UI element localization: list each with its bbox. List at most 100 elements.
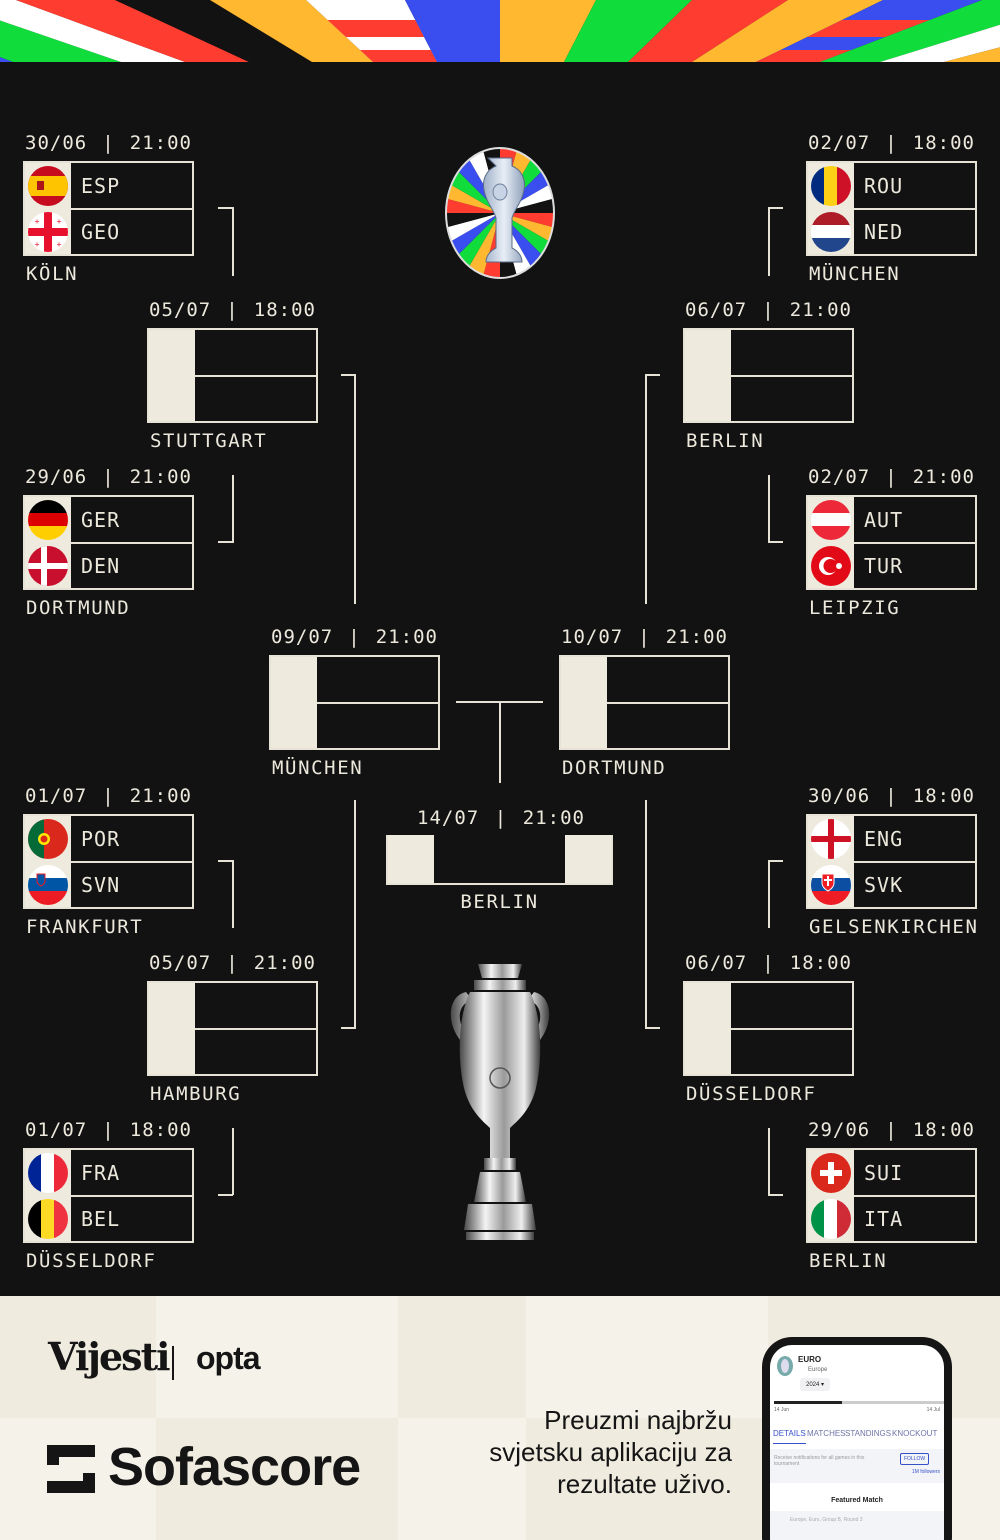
team-row[interactable]: AUT: [808, 497, 975, 543]
team-row[interactable]: ESP: [25, 163, 192, 209]
final-match[interactable]: [386, 835, 613, 885]
match-time: 21:00: [129, 466, 192, 488]
team-row[interactable]: [561, 703, 728, 749]
team-row[interactable]: ROU: [808, 163, 975, 209]
tab-details[interactable]: DETAILS: [773, 1429, 806, 1444]
team-row[interactable]: ++++GEO: [25, 209, 192, 255]
match-time: 21:00: [789, 299, 852, 321]
banner-stripe: [210, 0, 373, 62]
match-datetime: 06/07|21:00: [685, 298, 852, 322]
tagline-line: svjetsku aplikaciju za: [489, 1437, 732, 1467]
follow-button[interactable]: FOLLOW: [900, 1453, 930, 1465]
banner-stripe: [16, 0, 249, 62]
match-venue: STUTTGART: [150, 430, 268, 452]
team-row[interactable]: TUR: [808, 543, 975, 589]
team-row[interactable]: SVK: [808, 862, 975, 908]
team-row[interactable]: [685, 330, 852, 376]
separator: |: [494, 807, 508, 829]
team-code: AUT: [864, 508, 904, 532]
team-row[interactable]: NED: [808, 209, 975, 255]
team-row[interactable]: ENG: [808, 816, 975, 862]
team-code: ESP: [81, 174, 121, 198]
team-row[interactable]: GER: [25, 497, 192, 543]
separator: |: [885, 1119, 898, 1141]
team-code: NED: [864, 220, 904, 244]
team-row[interactable]: ITA: [808, 1196, 975, 1242]
team-row[interactable]: BEL: [25, 1196, 192, 1242]
row-divider: [195, 375, 316, 377]
team-row[interactable]: [149, 983, 316, 1029]
separator: |: [102, 785, 115, 807]
svg-text:+: +: [35, 240, 40, 249]
team-code: ENG: [864, 827, 904, 851]
match-date: 10/07: [561, 626, 624, 648]
quarter-final-match[interactable]: [683, 328, 854, 423]
team-row[interactable]: [149, 1029, 316, 1075]
match-datetime: 05/07|18:00: [149, 298, 316, 322]
round-of-16-match[interactable]: ENG SVK: [806, 814, 977, 909]
match-time: 21:00: [665, 626, 728, 648]
team-row[interactable]: [561, 657, 728, 703]
team-row[interactable]: [149, 376, 316, 422]
match-date: 30/06: [808, 785, 871, 807]
trophy-icon: [450, 964, 550, 1240]
round-of-16-match[interactable]: ROU NED: [806, 161, 977, 256]
separator: |: [885, 466, 898, 488]
match-venue: LEIPZIG: [809, 597, 901, 619]
row-divider: [607, 702, 728, 704]
tab-standings[interactable]: STANDINGS: [845, 1429, 892, 1438]
opta-logo: opta: [196, 1340, 261, 1376]
round-of-16-match[interactable]: GER DEN: [23, 495, 194, 590]
tab-knockout[interactable]: KNOCKOUT: [892, 1429, 938, 1438]
team-code: TUR: [864, 554, 904, 578]
team-row[interactable]: FRA: [25, 1150, 192, 1196]
separator: |: [885, 785, 898, 807]
row-divider: [317, 702, 438, 704]
match-datetime: 02/07|18:00: [808, 131, 975, 155]
team-row[interactable]: POR: [25, 816, 192, 862]
quarter-final-match[interactable]: [147, 328, 318, 423]
row-divider: [71, 861, 192, 863]
bracket-connector: [645, 1027, 660, 1029]
team-row[interactable]: DEN: [25, 543, 192, 589]
match-datetime: 10/07|21:00: [561, 625, 728, 649]
team-row[interactable]: [685, 983, 852, 1029]
row-divider: [731, 375, 852, 377]
featured-match-title: Featured Match: [831, 1497, 883, 1504]
match-time: 18:00: [912, 785, 975, 807]
team-row[interactable]: [271, 657, 438, 703]
team-row[interactable]: SVN: [25, 862, 192, 908]
team-row[interactable]: [271, 703, 438, 749]
banner-stripe: [944, 47, 1000, 62]
bracket-connector: [218, 541, 233, 543]
match-time: 18:00: [912, 132, 975, 154]
team-code: SVK: [864, 873, 904, 897]
match-venue: DORTMUND: [562, 757, 667, 779]
svg-text:+: +: [57, 240, 62, 249]
svg-text:+: +: [35, 217, 40, 226]
match-datetime: 02/07|21:00: [808, 465, 975, 489]
match-time: 21:00: [129, 132, 192, 154]
semi-final-match[interactable]: [559, 655, 730, 750]
bracket-connector: [232, 475, 234, 543]
quarter-final-match[interactable]: [683, 981, 854, 1076]
season-value: 2024: [806, 1382, 820, 1388]
team-row[interactable]: [685, 1029, 852, 1075]
semi-final-match[interactable]: [269, 655, 440, 750]
team-row[interactable]: [149, 330, 316, 376]
quarter-final-match[interactable]: [147, 981, 318, 1076]
season-select[interactable]: 2024 ▾: [800, 1378, 831, 1391]
separator: |: [762, 952, 775, 974]
tab-matches[interactable]: MATCHES: [807, 1429, 846, 1438]
bracket-connector: [232, 1128, 234, 1195]
bracket-connector: [232, 860, 234, 928]
match-venue: FRANKFURT: [26, 916, 144, 938]
round-of-16-match[interactable]: ESP++++GEO: [23, 161, 194, 256]
round-of-16-match[interactable]: AUT TUR: [806, 495, 977, 590]
team-row[interactable]: SUI: [808, 1150, 975, 1196]
team-row[interactable]: [685, 376, 852, 422]
team-code: DEN: [81, 554, 121, 578]
